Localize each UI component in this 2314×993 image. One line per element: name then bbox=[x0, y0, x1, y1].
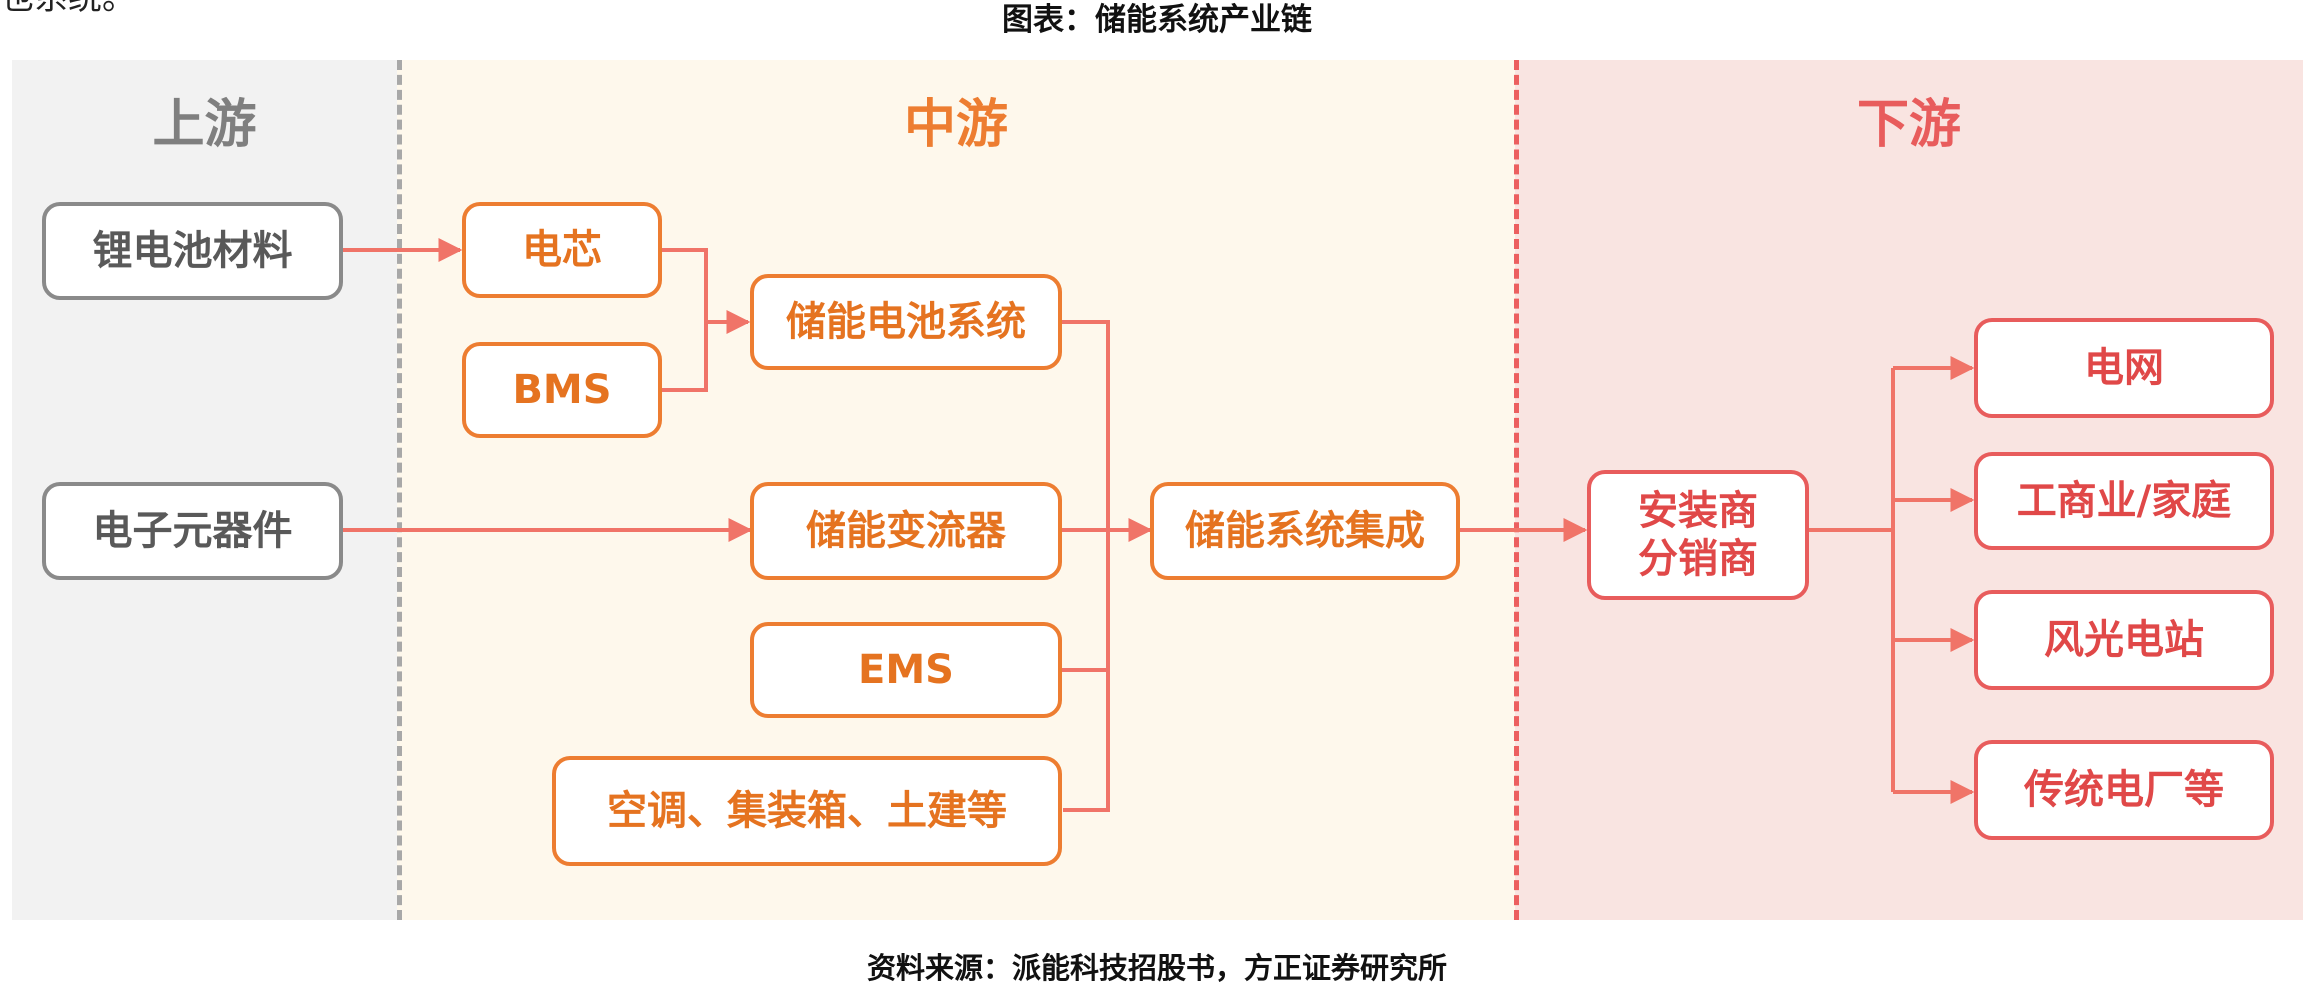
truncated-body-text: 也系统。 bbox=[0, 0, 136, 18]
section-title-midstream: 中游 bbox=[903, 95, 1008, 155]
connector-mid-bus bbox=[1062, 320, 1150, 812]
connector-installer-bus bbox=[1809, 368, 1895, 792]
connector-cell-bms-to-battery-system bbox=[662, 248, 748, 392]
node-bms: BMS bbox=[462, 342, 662, 438]
node-wind-solar-station: 风光电站 bbox=[1974, 590, 2274, 690]
upstream-midstream-divider bbox=[397, 60, 402, 920]
section-title-downstream: 下游 bbox=[1856, 95, 1961, 155]
node-power-grid: 电网 bbox=[1974, 318, 2274, 418]
midstream-downstream-divider bbox=[1514, 60, 1519, 920]
node-commercial-household: 工商业/家庭 bbox=[1974, 452, 2274, 550]
node-ems: EMS bbox=[750, 622, 1062, 718]
node-hvac-container-construction: 空调、集装箱、土建等 bbox=[552, 756, 1062, 866]
node-lithium-materials: 锂电池材料 bbox=[42, 202, 343, 300]
distributor-label: 分销商 bbox=[1638, 536, 1758, 582]
source-note: 资料来源：派能科技招股书，方正证券研究所 bbox=[866, 951, 1447, 985]
node-installer-distributor: 安装商 分销商 bbox=[1587, 470, 1809, 600]
node-electronic-components: 电子元器件 bbox=[42, 482, 343, 580]
figure-title: 图表：储能系统产业链 bbox=[1002, 2, 1312, 38]
node-cell: 电芯 bbox=[462, 202, 662, 298]
node-battery-system: 储能电池系统 bbox=[750, 274, 1062, 370]
node-converter: 储能变流器 bbox=[750, 482, 1062, 580]
section-title-upstream: 上游 bbox=[152, 95, 257, 155]
node-system-integration: 储能系统集成 bbox=[1150, 482, 1460, 580]
node-traditional-power-plant: 传统电厂等 bbox=[1974, 740, 2274, 840]
installer-label: 安装商 bbox=[1638, 488, 1758, 534]
